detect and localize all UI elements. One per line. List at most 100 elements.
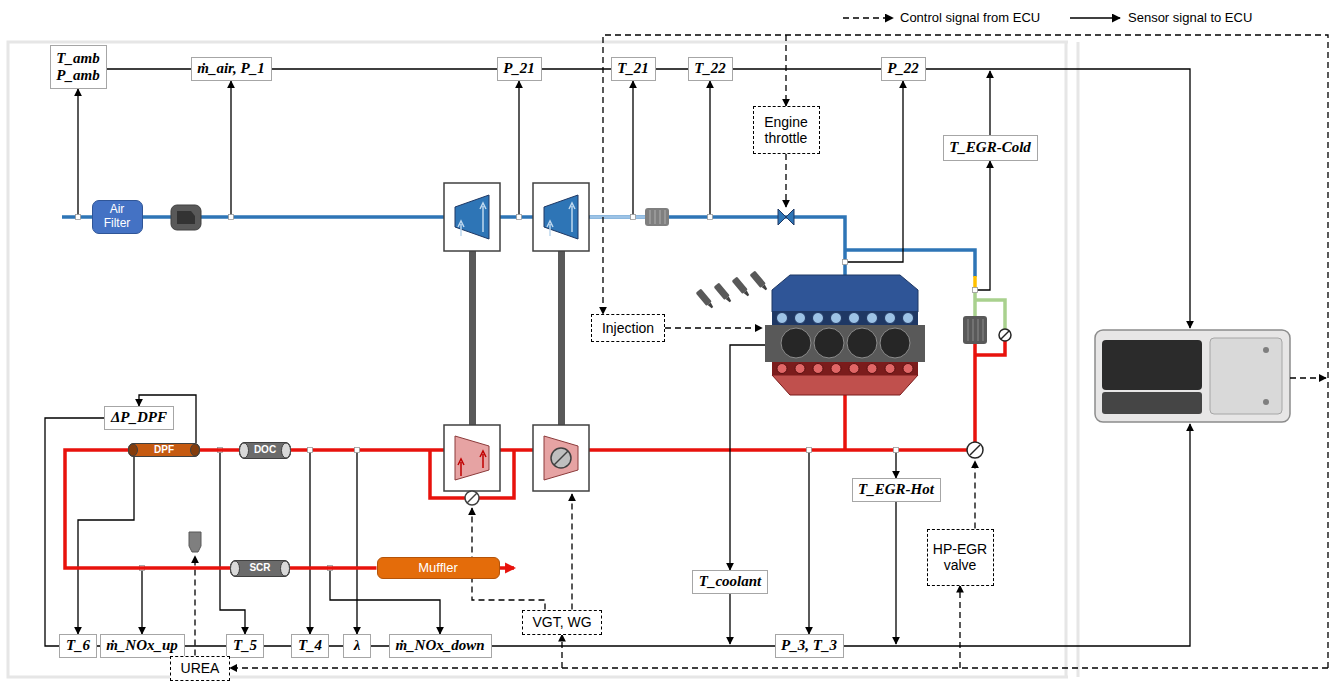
control-line: [1290, 377, 1326, 378]
turbine-housing: [533, 425, 589, 491]
compressor-housing: [444, 183, 500, 251]
compressor-housing: [533, 183, 589, 251]
egr-pipe: [975, 335, 1005, 450]
air-mass-flow-meter: [177, 211, 195, 224]
intake-valve: [831, 313, 842, 324]
sensor-line: [709, 81, 710, 217]
exhaust-valve: [885, 364, 895, 374]
sensor-box: ṁ_NOx_down: [389, 634, 492, 658]
cylinder-cap: [282, 443, 291, 458]
node-label: T_EGR-Hot: [858, 481, 934, 498]
sensor-line: [845, 81, 903, 262]
fuel-injector: [696, 289, 716, 310]
flow-arrow: [458, 203, 486, 236]
fuel-injector: [732, 277, 748, 295]
vgt-actuator: [551, 448, 571, 468]
actuator-box: VGT, WG: [522, 610, 602, 635]
sensor-line: [230, 81, 231, 217]
engine-cylinder: [880, 328, 910, 358]
sensor-tap: [843, 260, 848, 265]
dpf-filter: DPF: [128, 443, 200, 457]
sensor-box: ΔP_DPF: [104, 406, 174, 430]
wastegate-valve: [465, 491, 479, 505]
compressor-wheel: [544, 195, 578, 239]
node-label: λ: [354, 637, 361, 654]
sensor-tap: [76, 215, 81, 220]
exhaust-pipe: [290, 566, 377, 570]
exhaust-manifold: [772, 375, 918, 395]
engine-cylinder: [847, 328, 877, 358]
exhaust-outlet: [500, 566, 514, 570]
sensor-line: [77, 89, 78, 217]
sensor-box: ṁ_NOx_up: [100, 634, 185, 658]
compressor-wheel: [455, 195, 489, 239]
fuel-injector: [726, 297, 732, 303]
connectors: [65, 395, 377, 634]
sensor-tap: [973, 288, 978, 293]
node-label: T_22: [694, 60, 726, 77]
node-label: Engine throttle: [758, 114, 815, 146]
control-line: [603, 35, 1328, 668]
sensor-line: [975, 161, 990, 290]
sensor-box: P_22: [881, 57, 926, 81]
ecu-screw: [1263, 399, 1269, 405]
node-label: ṁ_NOx_down: [395, 637, 484, 654]
node-label: T_EGR-Cold: [949, 139, 1031, 156]
sensor-line: [45, 418, 1190, 646]
sensor-line: [141, 568, 142, 634]
sensor-tap: [355, 448, 360, 453]
exhaust-valve: [777, 364, 787, 374]
sensor-line: [309, 450, 310, 634]
cylinder-body: [128, 444, 200, 457]
fuel-injector: [762, 285, 768, 291]
sensor-box: P_3, T_3: [775, 634, 844, 658]
sensor-line: [78, 457, 134, 634]
node-label: ṁ_NOx_up: [106, 637, 178, 654]
flow-arrow: [458, 451, 486, 476]
cylinder-cap: [191, 444, 200, 456]
muffler: Muffler: [377, 557, 500, 579]
egr-bypass-valve: [999, 329, 1011, 341]
fuel-injector: [714, 283, 734, 304]
sensor-tap: [894, 448, 899, 453]
sensor-line: [632, 81, 633, 217]
sensor-line: [808, 450, 809, 634]
cylinder-body: [230, 560, 290, 576]
ecu-screw: [1263, 347, 1269, 353]
sensor-line: [729, 594, 730, 644]
fuel-injector: [744, 291, 750, 297]
control-line: [785, 35, 786, 106]
actuator-box: HP-EGR valve: [927, 529, 994, 586]
sensor-tap: [807, 448, 812, 453]
hp-egr-valve: [967, 442, 983, 458]
cylinder-cap: [240, 443, 249, 458]
throttle-valve: [778, 209, 794, 225]
wastegate-valve: [467, 493, 477, 503]
sensor-line: [518, 81, 519, 217]
node-label: P_3, T_3: [781, 637, 837, 654]
legend-sample: [1070, 17, 1120, 19]
sensor-line: [107, 69, 1191, 328]
signal-lines: [45, 35, 1328, 668]
node-label: DPF: [154, 445, 174, 455]
ecu-cover: [1210, 338, 1282, 414]
intake-valve: [867, 313, 878, 324]
ecu-housing: [1095, 330, 1290, 422]
egr-pipe: [973, 276, 977, 293]
engine-cylinder: [781, 328, 811, 358]
turbine-wheel: [455, 436, 489, 480]
exhaust-pipe: [200, 448, 239, 452]
fuel-injector: [750, 271, 766, 289]
exhaust-pipe: [290, 394, 975, 498]
exhaust-pipe: [65, 450, 230, 568]
node-label: P_21: [503, 60, 535, 77]
actuator-box: UREA: [170, 656, 230, 681]
air-mass-flow-meter: [171, 205, 201, 230]
control-line: [665, 327, 762, 328]
exhaust-valve: [813, 364, 823, 374]
vgt-actuator: [554, 451, 568, 465]
flow-arrow: [547, 203, 575, 236]
node-label: T_coolant: [699, 573, 762, 590]
charge-air-cooler: [645, 208, 669, 226]
